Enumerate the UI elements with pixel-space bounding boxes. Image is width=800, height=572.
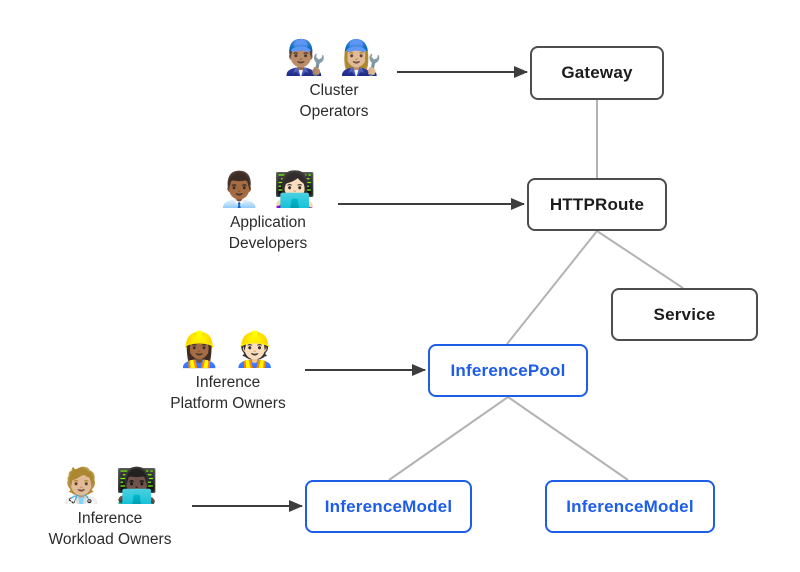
mechanics-emoji-icon: 👨🏽‍🔧 👩🏼‍🔧 (283, 39, 385, 77)
workload-owners-emoji-icon: 🧑🏼‍⚕️ 👨🏿‍💻 (59, 467, 161, 505)
persona-label: Workload Owners (48, 531, 172, 548)
persona-label: Cluster (309, 82, 359, 99)
persona-label: Inference (195, 374, 261, 391)
persona-label: Operators (299, 103, 369, 120)
node-service: Service (611, 288, 758, 341)
persona-label: Inference (77, 510, 143, 527)
node-httproute: HTTPRoute (527, 178, 667, 231)
persona-application-developers: 👨🏾‍💼 👩🏻‍💻 Application Developers (188, 168, 348, 254)
node-inferencemodel-right-label: InferenceModel (566, 496, 694, 516)
persona-label: Application (230, 214, 306, 231)
construction-workers-emoji-icon: 👷🏾‍♀️ 👷🏻 (177, 331, 279, 369)
node-httproute-label: HTTPRoute (549, 194, 645, 214)
persona-label: Platform Owners (170, 395, 286, 412)
persona-inference-workload-owners: 🧑🏼‍⚕️ 👨🏿‍💻 Inference Workload Owners (20, 464, 200, 550)
edge-inferencepool-inferencemodel-left (388, 396, 509, 481)
edge-inferencepool-inferencemodel-right (507, 396, 629, 481)
node-inferencepool: InferencePool (428, 344, 588, 397)
node-service-label: Service (653, 304, 716, 324)
developers-emoji-icon: 👨🏾‍💼 👩🏻‍💻 (217, 171, 319, 209)
persona-label: Developers (228, 235, 308, 252)
node-inferencemodel-left-label: InferenceModel (324, 496, 453, 516)
node-inferencemodel-right: InferenceModel (545, 480, 715, 533)
node-inferencemodel-left: InferenceModel (305, 480, 472, 533)
persona-cluster-operators: 👨🏽‍🔧 👩🏼‍🔧 Cluster Operators (254, 36, 414, 122)
node-gateway-label: Gateway (561, 63, 633, 82)
edge-httproute-service (596, 230, 684, 289)
persona-inference-platform-owners: 👷🏾‍♀️ 👷🏻 Inference Platform Owners (138, 328, 318, 414)
node-gateway: Gateway (530, 46, 664, 100)
node-inferencepool-label: InferencePool (450, 360, 566, 380)
edge-httproute-inferencepool (506, 230, 598, 345)
